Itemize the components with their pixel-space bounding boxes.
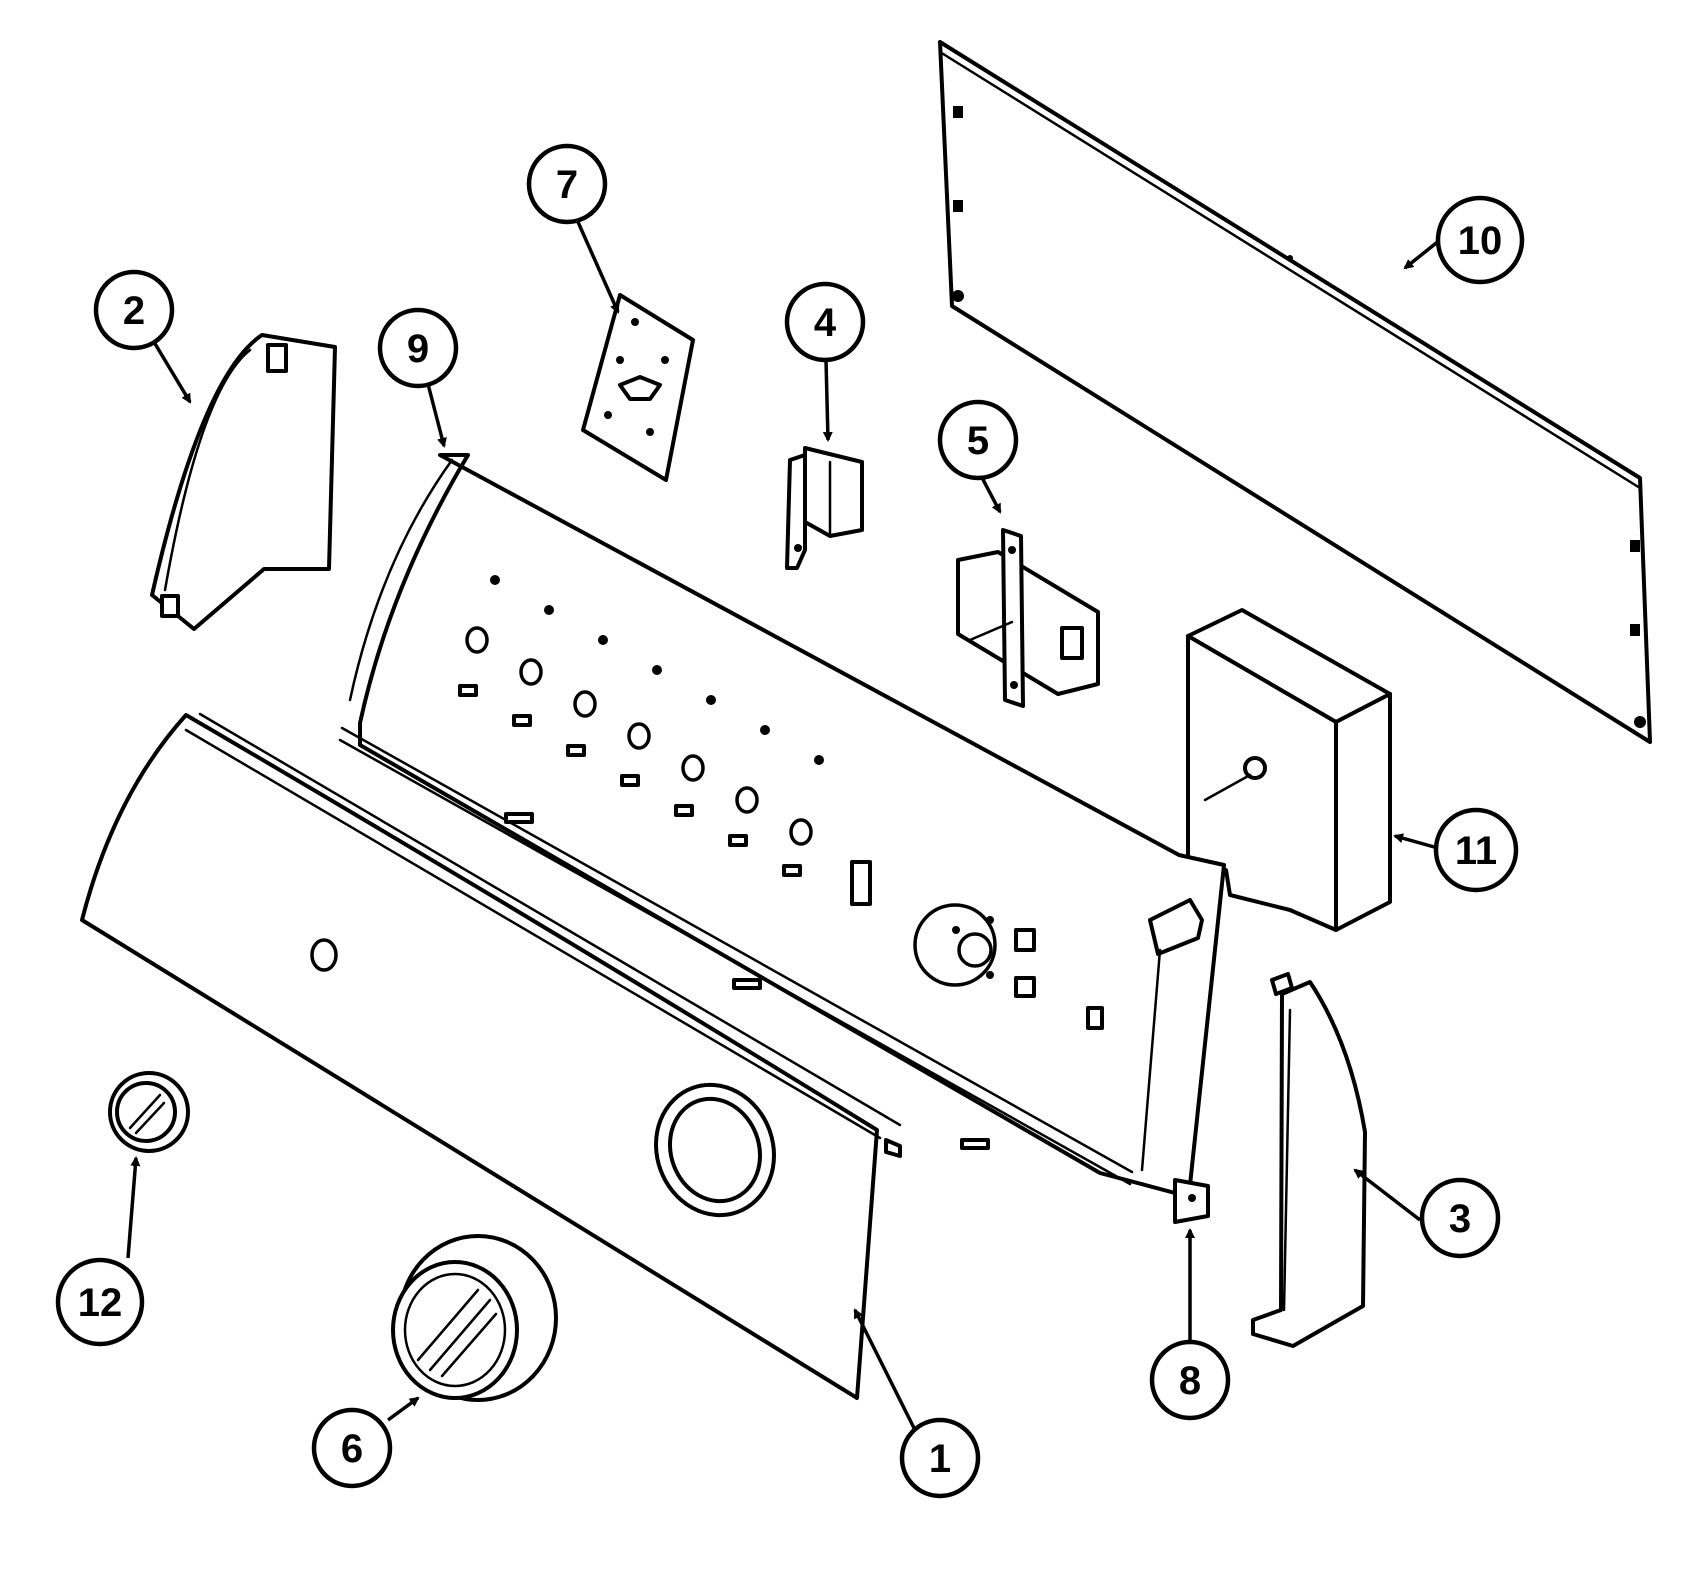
callout-5: 5	[937, 399, 1019, 481]
callout-3: 3	[1419, 1177, 1501, 1259]
callout-7: 7	[526, 143, 608, 225]
console-indicator-dot	[598, 635, 608, 645]
part-1-front-panel	[80, 712, 902, 1400]
callout-2: 2	[93, 269, 175, 351]
callout-label-5: 5	[967, 419, 989, 463]
console-button-hole	[573, 690, 597, 718]
callout-label-6: 6	[341, 1427, 363, 1471]
callout-6: 6	[311, 1407, 393, 1489]
callout-9: 9	[377, 307, 459, 389]
callout-label-12: 12	[78, 1281, 123, 1325]
callout-12: 12	[55, 1257, 145, 1347]
callout-11: 11	[1433, 807, 1519, 893]
callout-1: 1	[899, 1417, 981, 1499]
console-indicator-dot	[652, 665, 662, 675]
console-slot	[458, 684, 478, 697]
console-indicator-dot	[544, 605, 554, 615]
callout-10: 10	[1435, 195, 1525, 285]
console-button-hole	[789, 818, 813, 846]
console-slot	[620, 774, 640, 787]
callout-label-1: 1	[929, 1437, 951, 1481]
console-slot	[674, 804, 694, 817]
callout-8: 8	[1149, 1339, 1231, 1421]
part-10-rear-panel	[938, 40, 1652, 744]
console-slot	[782, 864, 802, 877]
part-4-switch	[785, 446, 864, 570]
callout-label-7: 7	[556, 163, 578, 207]
console-indicator-dot	[490, 575, 500, 585]
console-indicator-dot	[706, 695, 716, 705]
console-button-hole	[735, 786, 759, 814]
part-8-clip	[1173, 1178, 1210, 1224]
callout-label-3: 3	[1449, 1197, 1471, 1241]
console-button-hole	[465, 626, 489, 654]
part-2-left-end-cap	[150, 333, 337, 631]
callout-label-4: 4	[814, 301, 837, 345]
part-11-timer-box	[1186, 608, 1392, 932]
callout-4: 4	[784, 281, 866, 363]
part-12-small-knob	[108, 1071, 190, 1153]
console-holes	[458, 575, 824, 877]
console-button-hole	[627, 722, 651, 750]
part-3-right-end-cap	[1251, 972, 1367, 1348]
console-slot	[566, 744, 586, 757]
callout-label-2: 2	[123, 289, 145, 333]
console-button-hole	[519, 658, 543, 686]
callout-label-8: 8	[1179, 1359, 1201, 1403]
callout-label-9: 9	[407, 327, 429, 371]
callout-label-11: 11	[1455, 829, 1497, 873]
part-5-switch	[956, 528, 1100, 708]
callout-label-10: 10	[1458, 219, 1503, 263]
console-slot	[728, 834, 748, 847]
console-button-hole	[681, 754, 705, 782]
console-indicator-dot	[814, 755, 824, 765]
console-indicator-dot	[760, 725, 770, 735]
console-slot	[512, 714, 532, 727]
part-6-large-knob	[391, 1234, 558, 1402]
part-7-mounting-plate	[581, 293, 695, 482]
